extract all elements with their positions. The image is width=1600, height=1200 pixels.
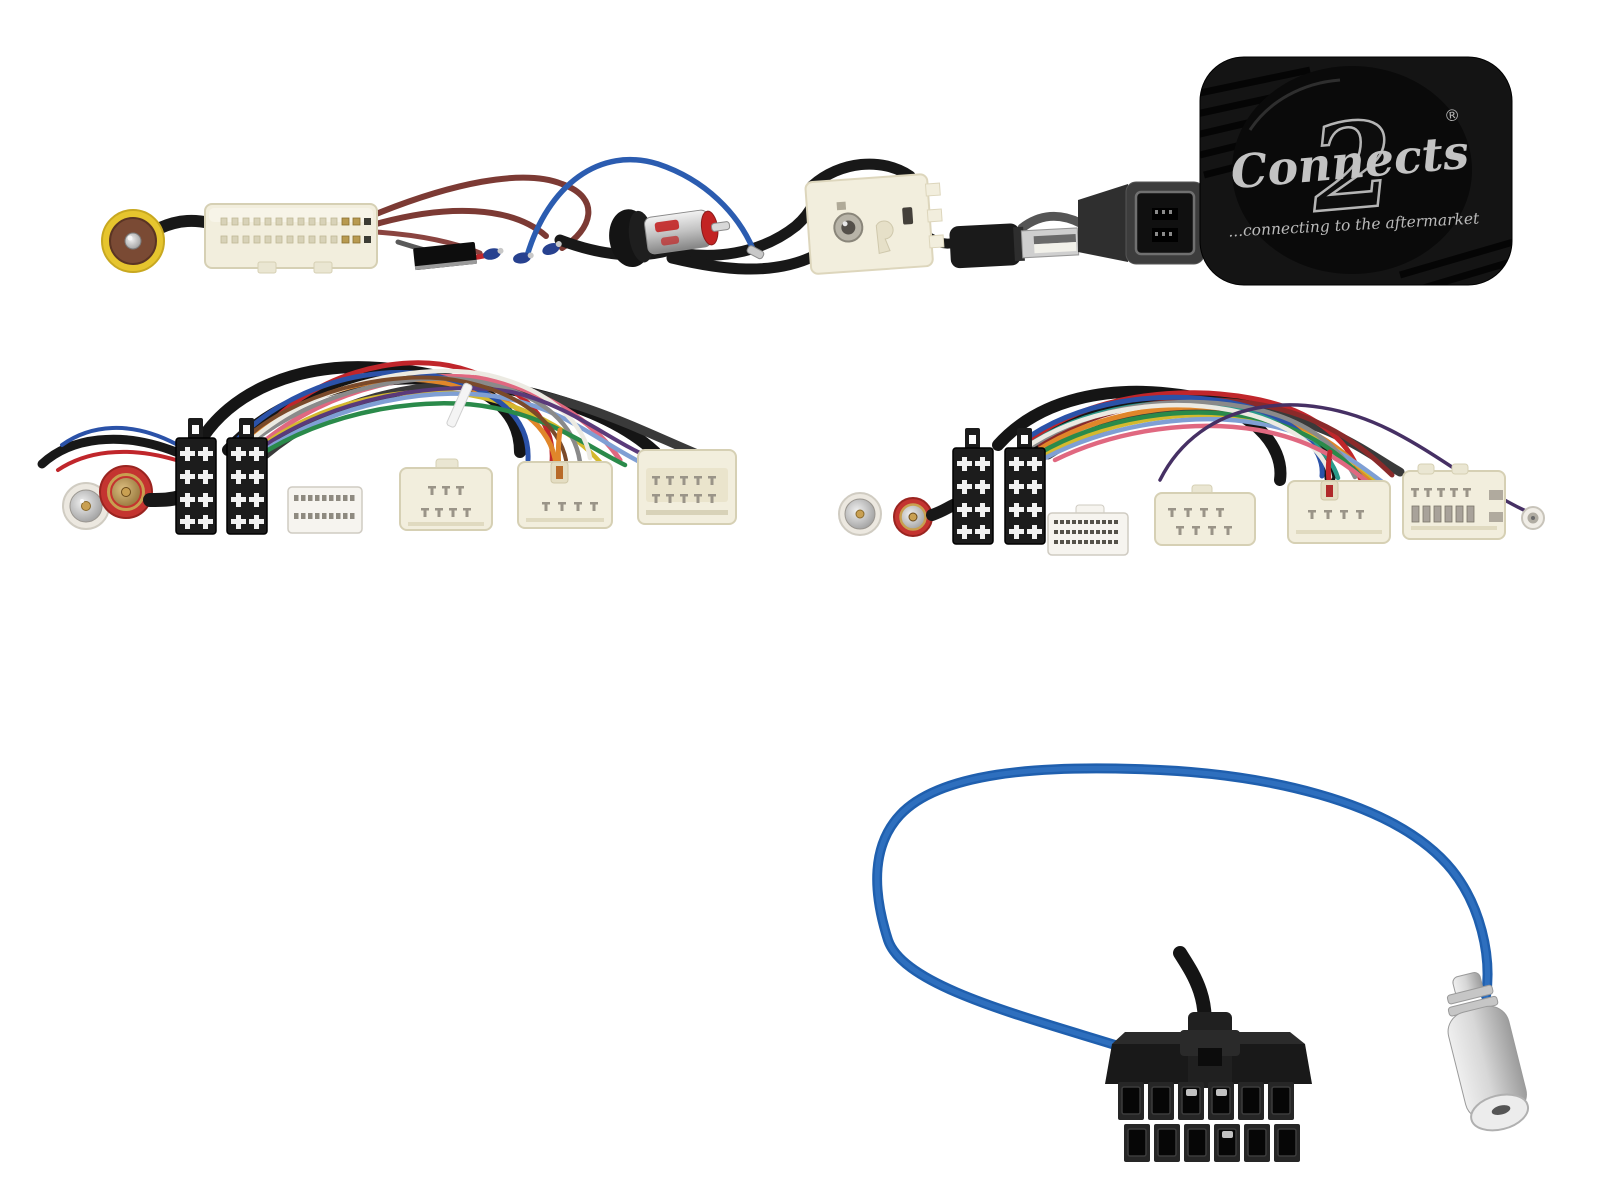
crimp-terminal	[746, 245, 765, 260]
din-aerial-socket	[1446, 972, 1530, 1132]
cream-connector-e	[1287, 480, 1391, 544]
logo-numeral: 2	[1304, 94, 1399, 240]
cable-tie	[446, 382, 473, 428]
wire-loom-left	[37, 360, 705, 473]
aerial-adapter-lead	[872, 763, 1530, 1163]
antenna-socket-block	[804, 173, 945, 275]
cream-connector-f	[1402, 463, 1506, 540]
head-unit-connector	[204, 203, 378, 274]
white-20pin-connector	[287, 486, 363, 534]
pin-contact	[1222, 1131, 1233, 1138]
blue-antenna-wire	[524, 157, 756, 259]
blue-aerial-cable	[872, 763, 1493, 1061]
bullet-crimp-connectors	[483, 241, 562, 264]
harness-right	[838, 385, 1545, 556]
cream-connector-d	[1154, 484, 1256, 546]
swc-interface-box: 2 Connects ® ...connecting to the afterm…	[1199, 56, 1513, 286]
rca-plug-white	[62, 482, 110, 530]
white-24pin-connector	[1047, 504, 1129, 556]
patch-connector-black	[413, 242, 477, 271]
registered-mark: ®	[1443, 105, 1461, 125]
rca-plug-red	[99, 465, 153, 519]
din-aerial-plug	[609, 209, 731, 268]
iso-connector-block	[953, 428, 993, 544]
usb-connector	[949, 223, 1080, 269]
oem-port-connector	[1078, 181, 1205, 265]
cream-connector-c	[637, 449, 737, 525]
cream-connector-b	[517, 461, 613, 529]
cream-connector-a	[399, 458, 493, 531]
top-harness: 2 Connects ® ...connecting to the afterm…	[101, 56, 1513, 286]
pin-contact	[1216, 1089, 1227, 1096]
rca-plug-white	[838, 492, 882, 536]
wire-loom-right	[992, 385, 1405, 489]
pin-contact	[1186, 1089, 1197, 1096]
antenna-connector-yellow	[101, 209, 216, 273]
rca-plug-red	[893, 497, 933, 537]
round-antenna-connector	[1521, 506, 1545, 530]
box-gloss-circle	[1232, 66, 1472, 274]
harness-left	[37, 360, 737, 534]
molex-12pin-connector	[1105, 1012, 1312, 1163]
